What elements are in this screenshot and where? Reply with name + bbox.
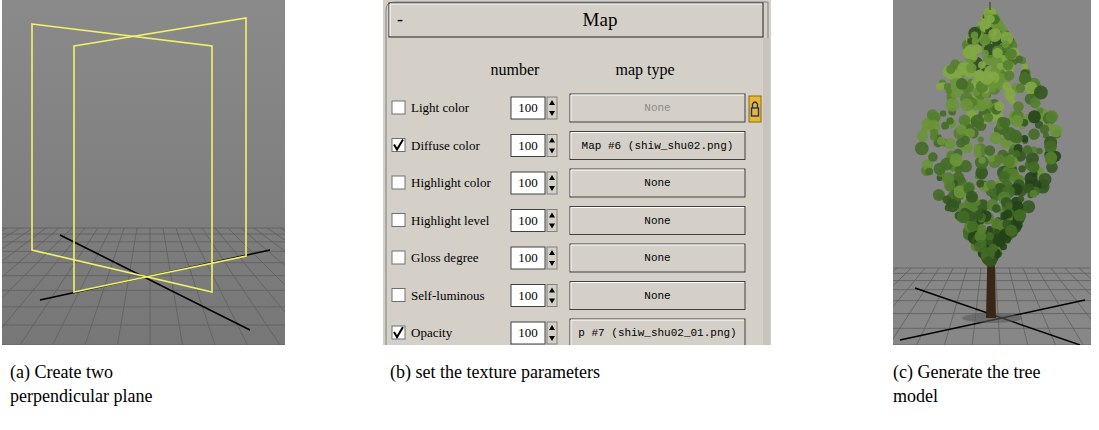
map-channel-name: Highlight color xyxy=(411,171,509,195)
tree-foliage xyxy=(915,7,1062,267)
map-channel-name: Gloss degree xyxy=(411,246,509,270)
map-channel-name: Diffuse color xyxy=(411,134,509,158)
map-button-text: None xyxy=(572,284,743,308)
collapse-sign: - xyxy=(392,4,408,34)
plane-outline xyxy=(32,24,212,292)
figure-caption: (c) Generate the tree model xyxy=(893,360,1043,409)
material-panel xyxy=(383,0,771,345)
amount-value: 100 xyxy=(512,211,544,231)
map-row xyxy=(392,319,745,345)
tree-viewport xyxy=(893,0,1091,345)
map-channel-name: Highlight level xyxy=(411,209,509,233)
map-channel-name: Opacity xyxy=(411,321,509,345)
map-channel-name: Self-luminous xyxy=(411,284,509,308)
figure-caption: (a) Create two perpendicular plane xyxy=(10,360,200,409)
amount-value: 100 xyxy=(512,173,544,193)
amount-value: 100 xyxy=(512,323,544,343)
map-row xyxy=(392,207,745,235)
map-channel-name: Light color xyxy=(411,96,509,120)
amount-value: 100 xyxy=(512,248,544,268)
viewport-planes xyxy=(2,0,285,345)
map-button-text: None xyxy=(572,171,743,195)
lock-icon xyxy=(749,96,761,122)
amount-value: 100 xyxy=(512,98,544,118)
map-row xyxy=(392,244,745,272)
column-header: number xyxy=(460,57,570,83)
map-button-text: None xyxy=(572,246,743,270)
map-button-text: None xyxy=(572,96,743,120)
map-row xyxy=(392,282,745,310)
map-row xyxy=(392,169,745,197)
plane-outline xyxy=(74,18,246,292)
map-button-text: Map #6 (shiw_shu02.png) xyxy=(572,134,743,158)
amount-value: 100 xyxy=(512,136,544,156)
map-button-text: None xyxy=(572,209,743,233)
panel-title: Map xyxy=(550,4,650,36)
map-button-text: p #7 (shiw_shu02_01.png) xyxy=(572,321,743,345)
column-header: map type xyxy=(585,57,705,83)
amount-value: 100 xyxy=(512,286,544,306)
map-row xyxy=(392,132,745,160)
map-row xyxy=(392,94,745,122)
figure-caption: (b) set the texture parameters xyxy=(390,360,720,384)
